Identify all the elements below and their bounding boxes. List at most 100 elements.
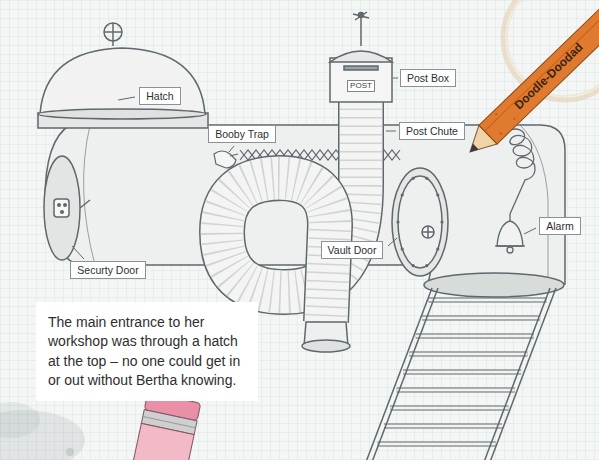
post-sign: POST bbox=[347, 80, 375, 92]
sketch-part bbox=[344, 66, 378, 70]
sketch-part bbox=[425, 264, 428, 267]
part-tag: Post Chute bbox=[399, 122, 465, 141]
sketch-part bbox=[513, 117, 516, 120]
security-door-shape bbox=[44, 156, 90, 260]
sketch-part bbox=[384, 425, 502, 428]
alarm-shape bbox=[495, 129, 535, 253]
sketch-part bbox=[409, 353, 527, 356]
sketch-part bbox=[422, 316, 540, 321]
sketch-part bbox=[520, 125, 548, 284]
tag-text: Hatch bbox=[146, 90, 173, 103]
sketch-part bbox=[427, 226, 429, 238]
sketch-part bbox=[378, 300, 547, 444]
sketch-part bbox=[302, 340, 350, 352]
sketch-part bbox=[479, 0, 599, 144]
tag-text: Vault Door bbox=[328, 244, 377, 257]
sketch-part bbox=[467, 143, 479, 155]
sketch-part bbox=[393, 78, 398, 79]
leader-lines bbox=[72, 78, 536, 259]
tag-text: Alarm bbox=[546, 220, 573, 233]
sketch-part bbox=[54, 199, 69, 217]
pink-pencil bbox=[127, 392, 201, 460]
sketch-part bbox=[230, 154, 238, 156]
sketch-part bbox=[499, 132, 502, 135]
sketch-part bbox=[80, 200, 90, 208]
orange-pencil bbox=[461, 0, 599, 161]
sketch-part bbox=[229, 146, 234, 152]
sketch-part bbox=[440, 220, 443, 223]
tag-text: Post Chute bbox=[406, 125, 458, 138]
caption-text: The main entrance to her workshop was th… bbox=[36, 302, 258, 401]
sketch-part bbox=[330, 51, 392, 62]
sketch-part bbox=[412, 177, 415, 180]
sketch-part bbox=[366, 288, 556, 460]
sketch-part bbox=[72, 246, 84, 259]
sketch-part bbox=[429, 298, 547, 303]
sketch-part bbox=[416, 335, 534, 338]
sketch-part bbox=[488, 0, 599, 136]
sketch-part bbox=[40, 48, 205, 114]
sketch-part bbox=[412, 264, 415, 267]
sketch-part bbox=[401, 247, 404, 250]
sketch-part bbox=[507, 247, 513, 253]
sketch-part bbox=[60, 210, 64, 214]
sketch-part bbox=[403, 370, 521, 375]
sketch-part bbox=[436, 247, 439, 250]
sketch-part bbox=[63, 203, 67, 207]
sketch-part bbox=[214, 151, 236, 168]
sketch-part bbox=[378, 443, 496, 446]
sketch-part bbox=[429, 299, 547, 302]
sketch-part bbox=[386, 131, 396, 132]
sketch-part bbox=[127, 423, 194, 460]
sketch-part bbox=[424, 273, 564, 297]
part-tag: Post Box bbox=[400, 69, 456, 88]
sketch-part bbox=[510, 129, 535, 214]
sketch-part bbox=[403, 371, 521, 374]
sketch-part bbox=[353, 12, 369, 20]
sketch-part bbox=[0, 402, 40, 438]
sketch-part bbox=[397, 389, 515, 392]
sketch-part bbox=[378, 442, 496, 447]
sketch-part bbox=[66, 448, 74, 456]
sketch-part bbox=[397, 388, 515, 393]
sketch-part bbox=[524, 228, 536, 234]
sketch-part bbox=[422, 317, 540, 320]
tag-text: Securty Door bbox=[77, 264, 138, 277]
hatch-shape bbox=[38, 23, 208, 128]
sketch-part bbox=[396, 177, 443, 268]
sketch-part bbox=[84, 125, 95, 265]
sketch-part bbox=[366, 288, 432, 460]
sketch-part bbox=[398, 176, 442, 268]
pencil-brand: Doodle-Doodad bbox=[513, 41, 586, 112]
part-tag: Booby Trap bbox=[208, 125, 276, 144]
sketch-part bbox=[118, 97, 135, 100]
sketch-part bbox=[422, 226, 434, 238]
sketch-part bbox=[396, 220, 399, 223]
sketch-part bbox=[388, 238, 397, 246]
sketch-part bbox=[484, 288, 550, 460]
tag-text: Post Box bbox=[407, 72, 449, 85]
sketch-part bbox=[409, 352, 527, 357]
sketch-part bbox=[485, 0, 599, 131]
sketch-part bbox=[392, 168, 448, 276]
sketch-part bbox=[330, 58, 392, 102]
post-box-shape bbox=[330, 12, 392, 102]
tag-text: Booby Trap bbox=[215, 128, 269, 141]
vault-door-shape bbox=[392, 168, 448, 276]
sketch-part bbox=[112, 23, 114, 41]
sketch-part bbox=[378, 300, 547, 444]
sketch-part bbox=[38, 109, 206, 119]
part-tag: Vault Door bbox=[321, 241, 384, 260]
sketch-part bbox=[401, 193, 404, 196]
sketch-part bbox=[390, 407, 508, 410]
ladder bbox=[366, 288, 556, 460]
sketch-part bbox=[57, 203, 61, 207]
sketch-part bbox=[359, 13, 364, 18]
sketch-part bbox=[416, 334, 534, 339]
sketch-part bbox=[372, 288, 438, 460]
sketch-part bbox=[495, 113, 498, 116]
sketch-part bbox=[384, 424, 502, 429]
part-tag: Securty Door bbox=[70, 261, 145, 280]
